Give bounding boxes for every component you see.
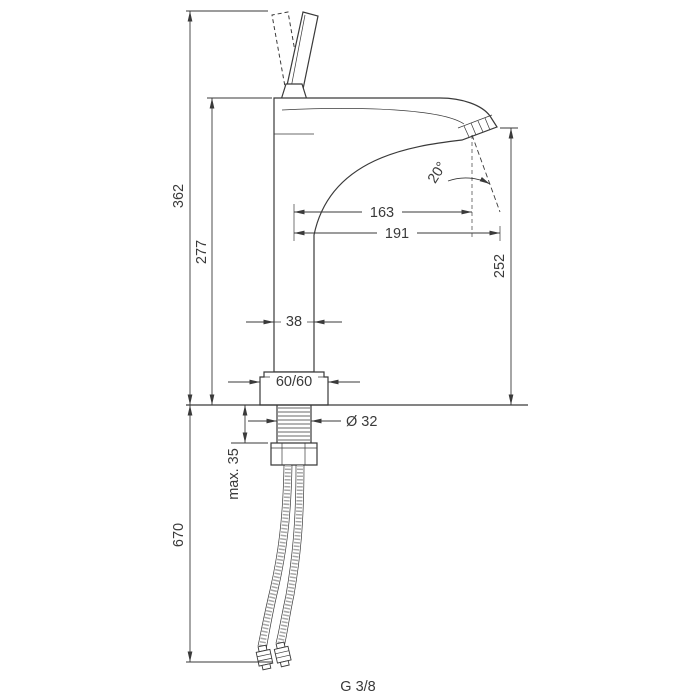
angle-arc — [447, 176, 491, 185]
supply-hose-right — [275, 464, 305, 648]
dimension-height-spout: 277 — [194, 97, 272, 405]
dimension-max-mounting-thickness: max. 35 — [226, 405, 268, 500]
dim-hose-length-label: 670 — [171, 523, 187, 547]
dim-body-width-label: 38 — [286, 314, 302, 330]
mounting-nut — [270, 442, 318, 466]
water-stream-line — [471, 134, 501, 213]
dimension-body-width: 38 — [246, 314, 342, 330]
dimension-thread-size: G 3/8 — [340, 679, 375, 695]
dim-spray-angle-label: 20° — [425, 159, 450, 186]
dim-reach-aerator-label: 163 — [370, 205, 394, 221]
spray-angle-annotation: 20° — [425, 134, 501, 240]
dim-height-spout-label: 277 — [194, 240, 210, 264]
dimension-height-total: 362 — [171, 10, 268, 405]
dimension-shank-diameter: Ø 32 — [248, 414, 377, 430]
dimension-base-size: 60/60 — [228, 374, 360, 390]
faucet-body-spout — [273, 97, 498, 373]
hose-fitting-right — [273, 641, 292, 668]
dim-shank-diameter-label: Ø 32 — [346, 414, 377, 430]
dim-max-mounting-thickness-label: max. 35 — [226, 448, 242, 500]
supply-hose-left — [257, 464, 293, 651]
hose-fitting-left — [255, 644, 274, 671]
dimension-reach-overall: 191 — [294, 225, 501, 242]
threaded-shank — [276, 405, 312, 443]
dimension-reach-aerator: 163 — [293, 204, 472, 241]
dim-thread-size-label: G 3/8 — [340, 679, 375, 695]
handle-lever — [285, 11, 319, 95]
dim-reach-overall-label: 191 — [385, 226, 409, 242]
dimension-hose-length: 670 — [171, 405, 272, 663]
dim-height-outlet-label: 252 — [492, 254, 508, 278]
dim-base-size-label: 60/60 — [276, 374, 312, 390]
dim-height-total-label: 362 — [171, 184, 187, 208]
faucet-drawing — [186, 11, 528, 671]
dimension-height-outlet: 252 — [492, 127, 518, 405]
aerator-outlet — [457, 114, 493, 138]
